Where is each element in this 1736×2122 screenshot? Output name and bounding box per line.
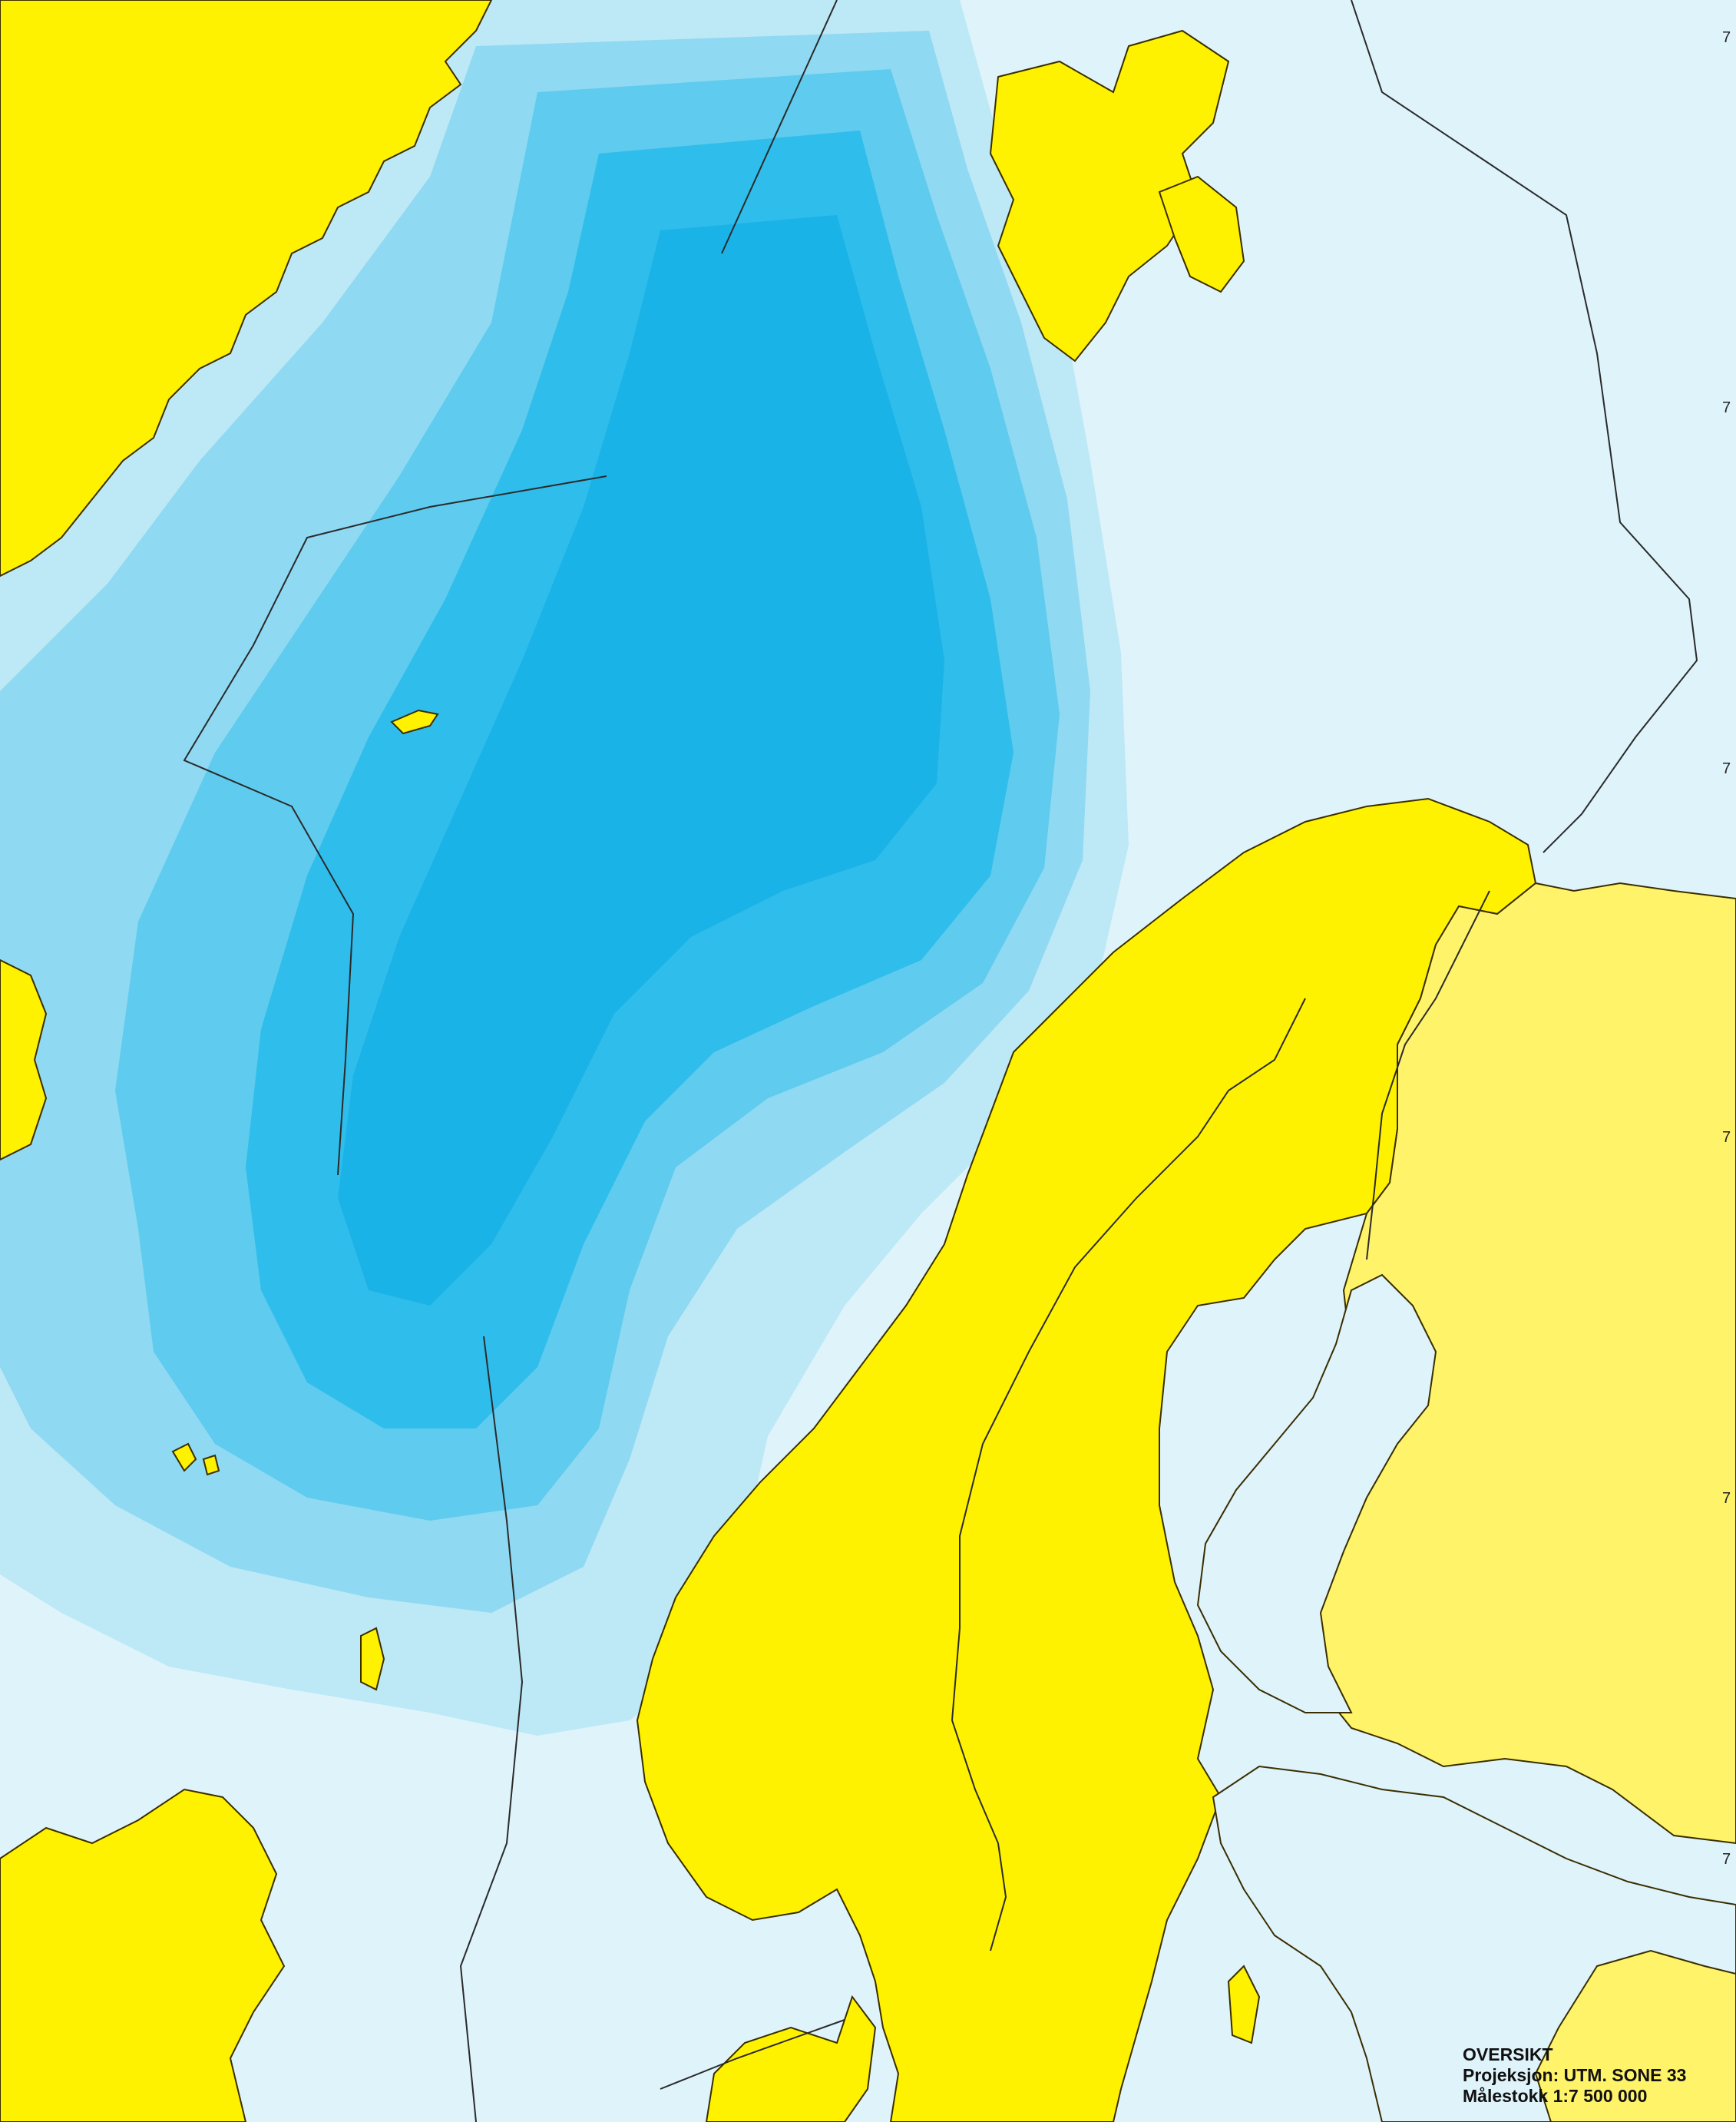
gotland	[1227, 1965, 1261, 2044]
svalbard-east-island	[1158, 175, 1245, 293]
svalbard	[989, 29, 1230, 362]
jan-mayen	[390, 709, 439, 735]
iceland	[0, 958, 48, 1161]
edge-label-6: 7	[1722, 1851, 1731, 1868]
edge-label-3: 7	[1722, 760, 1731, 777]
maritime-boundary-barents	[1351, 0, 1698, 853]
edge-label-5: 7	[1722, 1490, 1731, 1507]
shetland	[360, 1627, 385, 1691]
faroe-islands	[171, 1442, 220, 1476]
gulf-of-bothnia	[1196, 1273, 1437, 1713]
legend-projection: Projeksjon: UTM. SONE 33	[1463, 2065, 1687, 2085]
maritime-boundary-north-sea	[459, 1336, 524, 2122]
map-legend: OVERSIKT Projeksjon: UTM. SONE 33 Målest…	[1463, 2044, 1724, 2107]
scandinavia	[636, 797, 1537, 2122]
norway-sweden-border	[951, 998, 1306, 1952]
depth-zone-5	[338, 215, 944, 1306]
scotland	[0, 1788, 286, 2122]
maritime-boundary-jan-mayen	[183, 475, 607, 1176]
greenland	[0, 0, 493, 578]
edge-label-2: 7	[1722, 399, 1731, 416]
edge-label-1: 7	[1722, 29, 1731, 46]
edge-label-4: 7	[1722, 1129, 1731, 1146]
maritime-boundary-north	[721, 0, 838, 254]
legend-title: OVERSIKT	[1463, 2044, 1553, 2064]
maritime-boundary-skagerrak	[660, 2019, 845, 2090]
baltic-states	[1534, 1949, 1736, 2122]
legend-scale: Målestokk 1:7 500 000	[1463, 2086, 1648, 2106]
sweden-finland-border	[1366, 890, 1490, 1260]
